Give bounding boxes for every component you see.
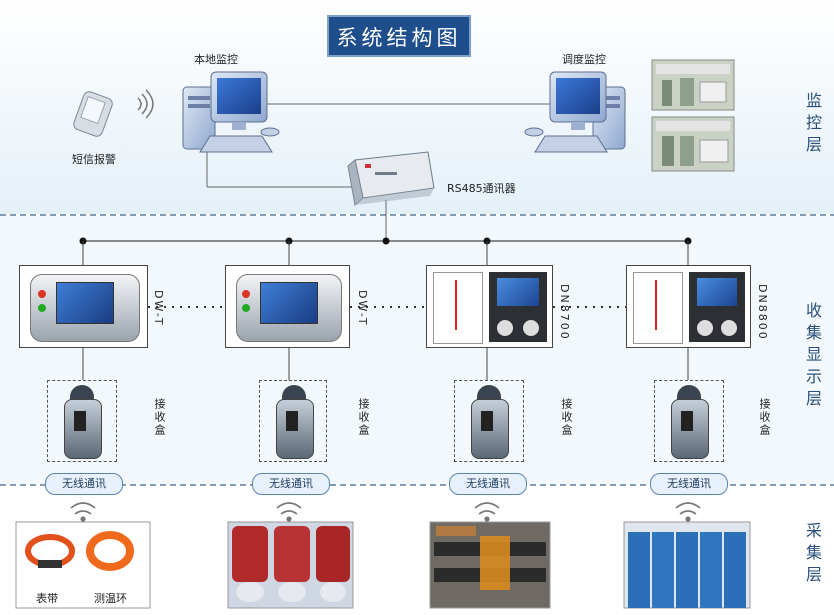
dispatch-monitor-computer (524, 71, 626, 153)
display-unit-3 (426, 265, 553, 348)
display-model-3: DN8700 (558, 284, 571, 341)
breaker-photo (227, 521, 354, 609)
display-model-2: DW-T (356, 290, 369, 327)
receiver-label-3: 接收盒 (560, 398, 573, 437)
page-title: 系统结构图 (327, 15, 471, 57)
display-unit-4 (626, 265, 751, 348)
display-unit-1 (19, 265, 148, 348)
cable-joint-photo (429, 521, 551, 609)
wireless-cloud-1: 无线通讯 (45, 473, 123, 495)
switchgear-photo (623, 521, 751, 609)
wireless-signal-icon (137, 89, 154, 119)
receiver-label-2: 接收盒 (357, 398, 370, 437)
dispatch-monitor-label: 调度监控 (562, 53, 606, 66)
display-model-4: DN8800 (756, 284, 769, 341)
layer-collect-label: 采集层 (803, 522, 822, 588)
local-monitor-label: 本地监控 (194, 53, 238, 66)
sensor-ring-label: 测温环 (94, 592, 127, 605)
phone-icon (73, 91, 113, 137)
wireless-signals-bottom (70, 502, 701, 522)
receiver-label-4: 接收盒 (758, 398, 771, 437)
sensor-band-label: 表带 (36, 592, 58, 605)
receiver-box-1 (47, 380, 117, 462)
display-unit-2 (225, 265, 350, 348)
receiver-box-4 (654, 380, 724, 462)
local-monitor-computer (182, 71, 280, 153)
receiver-box-3 (454, 380, 524, 462)
rs485-device (347, 151, 435, 206)
sensor-band-photo (15, 521, 151, 609)
layer-display-label: 收集显示层 (803, 302, 822, 412)
wireless-cloud-4: 无线通讯 (650, 473, 728, 495)
layer-monitor-label: 监控层 (803, 92, 822, 158)
receiver-box-2 (259, 380, 327, 462)
rs485-label: RS485通讯器 (447, 182, 516, 195)
wireless-cloud-3: 无线通讯 (449, 473, 527, 495)
receiver-label-1: 接收盒 (153, 398, 166, 437)
dispatch-screenshots (651, 59, 735, 172)
display-model-1: DW-T (152, 290, 165, 327)
wireless-cloud-2: 无线通讯 (252, 473, 330, 495)
sms-alarm-label: 短信报警 (72, 153, 116, 166)
